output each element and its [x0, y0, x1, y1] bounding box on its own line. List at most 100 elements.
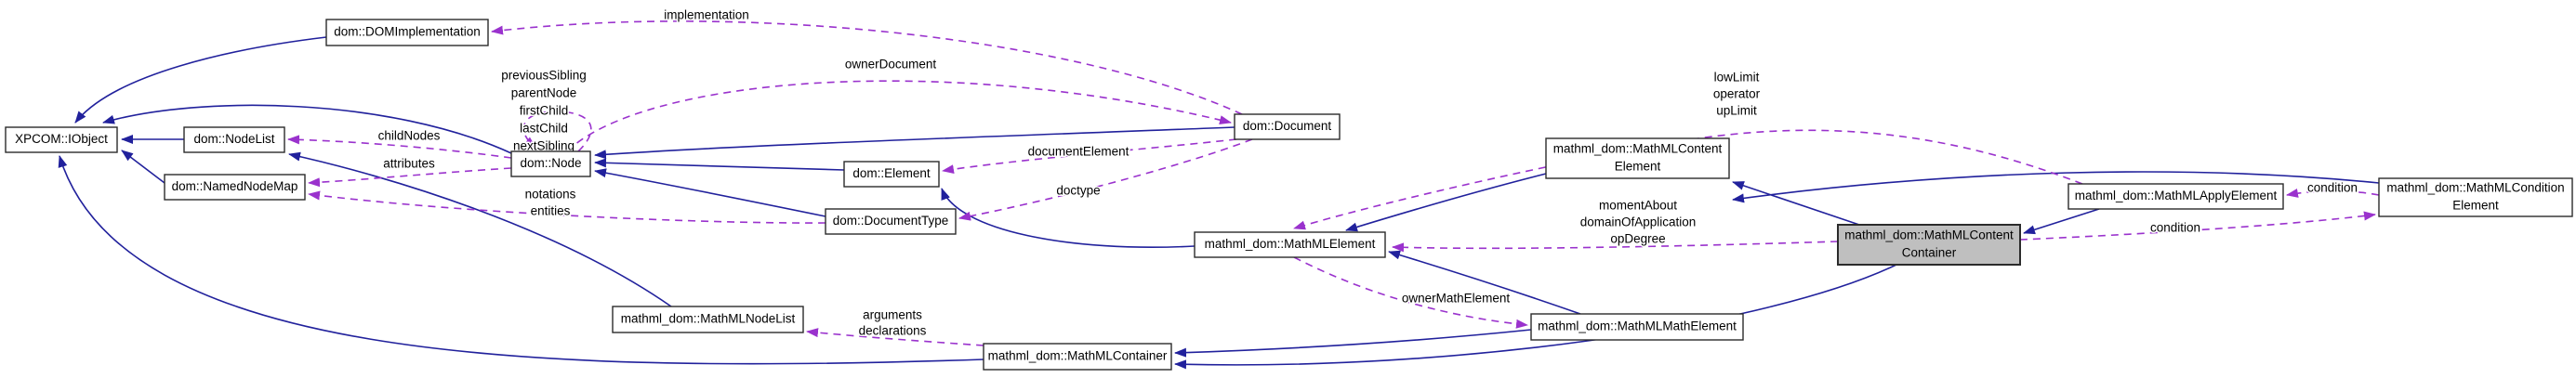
class-node-label: mathml_dom::MathMLContainer — [988, 349, 1168, 363]
ownermathelement-edge-usage-edge — [1293, 256, 1528, 329]
class-node-box — [612, 306, 804, 333]
class-node-dom-domimplementation[interactable]: dom::DOMImplementation — [325, 19, 489, 46]
class-node-label: dom::Document — [1243, 119, 1332, 133]
edge-label: attributes — [383, 157, 435, 171]
condition-to-applyelement-edge-usage-edge — [2286, 189, 2380, 198]
class-node-box — [164, 174, 306, 201]
class-node-box — [183, 126, 285, 153]
mathelement-to-container-inheritance-edge — [1174, 329, 1532, 358]
implementation-edge-usage-edge — [491, 20, 1243, 115]
edge-label: parentNode — [511, 86, 577, 100]
class-node-box — [1545, 137, 1730, 179]
class-node-box — [2067, 183, 2284, 210]
class-node-box — [983, 343, 1172, 371]
class-node-mathml-mathelement[interactable]: mathml_dom::MathMLMathElement — [1530, 313, 1744, 341]
arguments-declarations-edge-usage-edge — [806, 328, 984, 346]
class-node-label: dom::Node — [520, 156, 581, 170]
lowlimit-operator-uplimit-edge-usage-edge — [1293, 129, 2083, 230]
conditionelement-to-contentelement-inheritance-edge — [1732, 171, 2380, 203]
element-to-node-inheritance-edge — [594, 158, 845, 171]
edge-label: implementation — [664, 8, 749, 22]
edge-label: domainOfApplication — [1580, 215, 1697, 229]
edge-label: condition — [2150, 221, 2200, 235]
class-node-label: dom::Element — [852, 166, 931, 180]
class-node-label: dom::NodeList — [193, 132, 274, 146]
class-node-box — [825, 208, 957, 235]
documenttype-to-node-inheritance-edge — [594, 168, 826, 217]
edge-label: upLimit — [1716, 104, 1757, 118]
ownerdocument-edge-usage-edge — [566, 80, 1232, 152]
class-node-box — [2378, 177, 2573, 217]
class-node-label: dom::NamedNodeMap — [172, 179, 298, 193]
class-node-mathml-nodelist[interactable]: mathml_dom::MathMLNodeList — [612, 306, 804, 333]
class-node-dom-element[interactable]: dom::Element — [843, 161, 940, 188]
applyelement-to-contentcontainer-inheritance-edge — [2023, 208, 2100, 235]
documentelement-edge-usage-edge — [942, 138, 1237, 175]
class-node-dom-nodelist[interactable]: dom::NodeList — [183, 126, 285, 153]
class-node-box — [843, 161, 940, 188]
class-node-label: mathml_dom::MathMLMathElement — [1538, 319, 1737, 333]
container-to-iobject-inheritance-edge — [58, 155, 984, 365]
edge-label: declarations — [859, 324, 927, 338]
edge-label: operator — [1713, 87, 1761, 101]
class-node-label: mathml_dom::MathMLNodeList — [621, 312, 796, 326]
node-self-loop-usage-edge — [522, 111, 592, 152]
edge-label: documentElement — [1028, 145, 1129, 159]
class-node-label: mathml_dom::MathMLElement — [1205, 237, 1376, 251]
class-node-dom-node[interactable]: dom::Node — [510, 150, 591, 177]
class-node-box — [1194, 231, 1386, 258]
edge-label: ownerMathElement — [1402, 292, 1511, 306]
class-node-label: Element — [1615, 160, 1661, 174]
edge-label: condition — [2307, 181, 2358, 195]
mathmlelement-to-element-inheritance-edge — [941, 188, 1196, 248]
class-node-dom-documenttype[interactable]: dom::DocumentType — [825, 208, 957, 235]
domimplementation-to-iobject-inheritance-edge — [74, 36, 327, 124]
node-to-iobject-inheritance-edge — [102, 104, 512, 154]
edge-label: previousSibling — [501, 69, 587, 83]
class-node-mathml-applyelement[interactable]: mathml_dom::MathMLApplyElement — [2067, 183, 2284, 210]
class-node-box — [1837, 224, 2021, 266]
edge-label: nextSibling — [513, 139, 575, 153]
edge-label: arguments — [863, 308, 922, 322]
class-node-mathml-container[interactable]: mathml_dom::MathMLContainer — [983, 343, 1172, 371]
edge-label: momentAbout — [1599, 199, 1677, 213]
class-node-label: dom::DOMImplementation — [334, 25, 481, 39]
edge-label: entities — [531, 204, 571, 218]
mathmlnodelist-to-nodelist-inheritance-edge — [288, 151, 672, 307]
class-node-label: mathml_dom::MathMLContent — [1553, 142, 1723, 156]
condition-to-conditionelement-edge-usage-edge — [2019, 211, 2376, 241]
mathelement-to-mathmlelement-inheritance-edge — [1388, 250, 1581, 315]
namednodemap-to-iobject-inheritance-edge — [121, 150, 165, 184]
class-node-box — [1234, 113, 1341, 140]
class-node-label: Element — [2452, 199, 2499, 213]
class-node-dom-namednodemap[interactable]: dom::NamedNodeMap — [164, 174, 306, 201]
notations-entities-edge-usage-edge — [308, 190, 826, 224]
class-node-box — [5, 126, 118, 153]
class-node-label: Container — [1902, 246, 1957, 260]
edge-label: childNodes — [378, 129, 441, 143]
class-node-label: mathml_dom::MathMLCondition — [2386, 181, 2564, 195]
class-node-mathml-element[interactable]: mathml_dom::MathMLElement — [1194, 231, 1386, 258]
edge-label: ownerDocument — [845, 58, 937, 72]
contentelement-to-mathmlelement-inheritance-edge — [1345, 173, 1547, 232]
edge-label: opDegree — [1610, 232, 1665, 246]
momentabout-edge-usage-edge — [1392, 241, 1839, 253]
edge-label: firstChild — [520, 104, 569, 118]
class-node-box — [1530, 313, 1744, 341]
edge-label: lowLimit — [1714, 71, 1760, 85]
class-node-label: XPCOM::IObject — [15, 132, 108, 146]
attributes-edge-usage-edge — [308, 167, 512, 188]
childnodes-edge-usage-edge — [287, 135, 512, 159]
edge-label: lastChild — [520, 122, 568, 136]
class-node-label: mathml_dom::MathMLApplyElement — [2075, 189, 2278, 202]
class-node-dom-document[interactable]: dom::Document — [1234, 113, 1341, 140]
class-node-xpcom-iobject[interactable]: XPCOM::IObject — [5, 126, 118, 153]
document-to-node-inheritance-edge — [594, 126, 1235, 160]
class-node-label: mathml_dom::MathMLContent — [1844, 228, 2014, 242]
contentcontainer-to-contentelement-inheritance-edge — [1732, 181, 1860, 226]
